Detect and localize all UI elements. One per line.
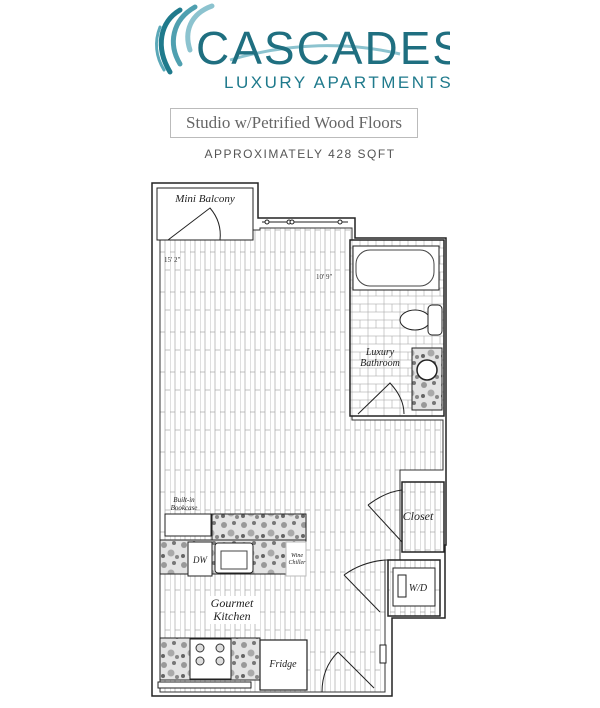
closet-label: Closet <box>403 509 434 523</box>
built-in-bookcase <box>164 513 212 537</box>
dishwasher <box>187 541 213 577</box>
balcony-door <box>167 207 221 241</box>
wine-label-2: Chiller <box>288 560 306 566</box>
fridge <box>259 639 308 691</box>
wine-chiller <box>285 541 307 577</box>
wood-floor <box>159 227 444 693</box>
fridge-label: Fridge <box>268 659 297 670</box>
dishwasher-label: DW <box>192 555 208 565</box>
baseboard <box>157 681 252 689</box>
brand-name: CASCADES <box>196 22 450 74</box>
bookcase-label-1: Built-in <box>173 496 195 504</box>
balcony-label: Mini Balcony <box>174 193 235 205</box>
upper-counter <box>211 513 307 541</box>
wine-label-1: Wine <box>291 553 303 559</box>
kitchen-label-1: Gourmet <box>211 596 254 610</box>
closet <box>401 481 445 553</box>
width-dimension: 10' 9" <box>316 273 333 281</box>
closet-door <box>367 489 403 543</box>
length-dimension: 15' 2" <box>164 256 181 264</box>
laundry-label: W/D <box>409 583 428 594</box>
bookcase-label-2: Bookcase <box>171 504 198 512</box>
cascades-logo: CASCADES LUXURY APARTMENTS <box>155 3 450 92</box>
bathroom-label-2: Bathroom <box>360 358 400 369</box>
bathroom-door <box>357 382 405 415</box>
laundry-door <box>343 559 386 613</box>
balcony <box>156 187 254 241</box>
bathroom-label-1: Luxury <box>365 347 395 358</box>
kitchen-label-2: Kitchen <box>212 609 250 623</box>
unit-area: APPROXIMATELY 428 SQFT <box>204 147 396 161</box>
unit-title: Studio w/Petrified Wood Floors <box>170 108 418 138</box>
entry-door <box>321 651 375 693</box>
toilet <box>399 309 431 331</box>
brand-tagline: LUXURY APARTMENTS <box>224 73 450 92</box>
